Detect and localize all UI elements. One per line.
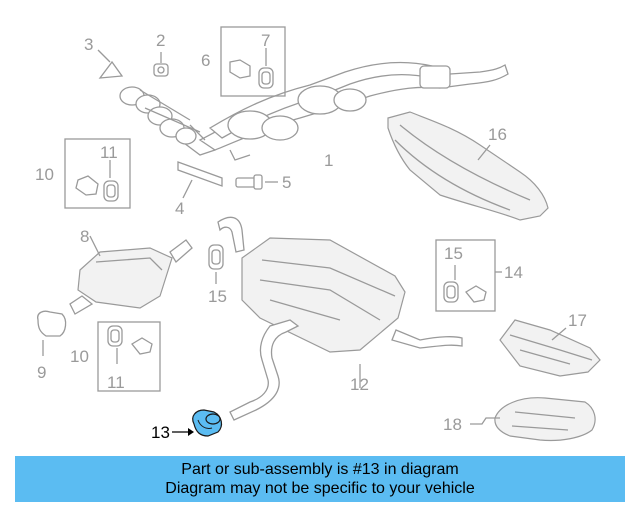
- callout-16: 16: [488, 125, 507, 144]
- callout-3: 3: [84, 35, 93, 54]
- callout-8: 8: [80, 227, 89, 246]
- callout-11-upper: 11: [100, 143, 118, 162]
- part-10-hanger-group-lower[interactable]: [97, 321, 161, 392]
- part-13-highlighted-clamp[interactable]: [172, 409, 223, 437]
- callout-14: 14: [504, 263, 523, 282]
- callout-1: 1: [324, 151, 333, 170]
- info-banner: Part or sub-assembly is #13 in diagram D…: [15, 456, 625, 502]
- exhaust-parts-diagram: 3 2 6 7 10 11 1 16 5 4 8 15 15 14 17 10 …: [35, 26, 601, 442]
- callout-18: 18: [443, 415, 462, 434]
- banner-line-1: Part or sub-assembly is #13 in diagram: [181, 461, 459, 478]
- callout-2: 2: [156, 31, 165, 50]
- callout-6: 6: [201, 51, 210, 70]
- part-16-heat-shield[interactable]: [387, 111, 549, 221]
- part-12-muffler-assembly[interactable]: [217, 216, 463, 421]
- part-1-front-pipe[interactable]: [179, 61, 509, 161]
- part-4-bracket[interactable]: [177, 161, 223, 199]
- exhaust-manifold: [119, 86, 201, 145]
- callout-7: 7: [261, 31, 270, 50]
- part-5-bolt[interactable]: [235, 174, 278, 190]
- callout-4: 4: [175, 199, 184, 218]
- callout-17: 17: [568, 311, 587, 330]
- callout-12: 12: [350, 375, 369, 394]
- part-6-hanger-group[interactable]: [220, 26, 286, 97]
- callout-10-lower: 10: [70, 347, 89, 366]
- part-17-heat-shield[interactable]: [499, 319, 601, 377]
- callout-11-lower: 11: [107, 373, 125, 392]
- callout-10-upper: 10: [35, 165, 54, 184]
- callout-5: 5: [282, 173, 291, 192]
- part-2-nut[interactable]: [153, 52, 169, 77]
- part-9-clamp[interactable]: [37, 310, 67, 356]
- part-8-resonator[interactable]: [69, 235, 193, 315]
- banner-line-2: Diagram may not be specific to your vehi…: [165, 480, 475, 497]
- callout-13: 13: [151, 423, 170, 442]
- callout-9: 9: [37, 363, 46, 382]
- part-18-heat-shield[interactable]: [470, 397, 596, 442]
- part-10-hanger-group-upper[interactable]: [64, 138, 131, 209]
- part-15-hanger-left[interactable]: [208, 244, 224, 284]
- part-3-gasket[interactable]: [97, 49, 124, 79]
- callout-15-left: 15: [208, 287, 227, 306]
- part-14-hanger-group[interactable]: [435, 239, 502, 312]
- callout-15-right: 15: [444, 244, 463, 263]
